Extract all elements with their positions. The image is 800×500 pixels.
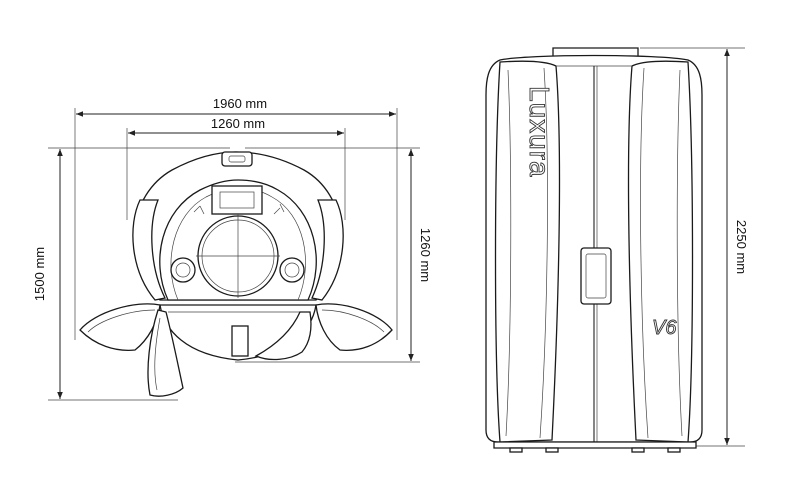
dim-label-2250: 2250 mm: [734, 220, 749, 274]
left-door-flaps: [79, 303, 184, 397]
extension-lines: [48, 108, 420, 401]
dim-label-1260-vertical: 1260 mm: [418, 228, 433, 282]
dim-label-1960: 1960 mm: [213, 96, 267, 111]
dim-label-1500: 1500 mm: [32, 247, 47, 301]
model-badge-text: V6: [652, 317, 677, 339]
top-view: 1960 mm 1260 mm 1500 mm 1260 mm: [32, 96, 433, 401]
dim-width-1960: 1960 mm: [76, 96, 396, 117]
front-view: 2250 mm: [485, 47, 749, 453]
dim-width-1260: 1260 mm: [128, 116, 344, 136]
dim-height-2250: 2250 mm: [724, 49, 749, 445]
dim-height-1260: 1260 mm: [408, 149, 433, 361]
tower-outline: [485, 47, 703, 453]
brand-logo-text: Luxura: [524, 86, 555, 178]
right-door-flaps: [254, 303, 393, 361]
cabin-top-outline: [132, 151, 344, 301]
dim-height-1500: 1500 mm: [32, 149, 63, 399]
dim-label-1260-horizontal: 1260 mm: [211, 116, 265, 131]
